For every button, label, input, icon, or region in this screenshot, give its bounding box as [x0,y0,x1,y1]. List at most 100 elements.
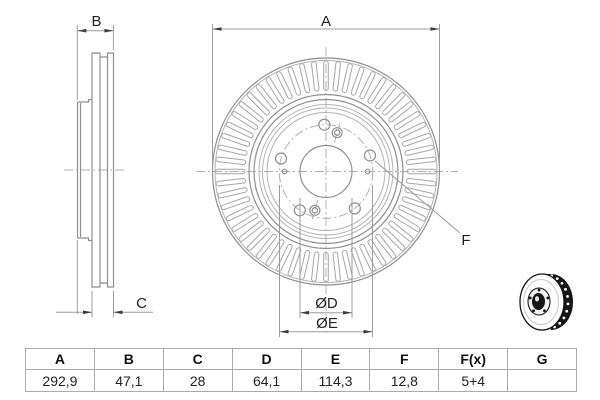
vent-slot [265,77,285,104]
label-F: F [461,232,470,249]
vent-slot [375,84,397,110]
label-B: B [91,13,101,30]
arrowhead [363,329,373,334]
vent-slot [225,121,254,139]
ring-circle [262,107,390,236]
brake-disc-drawing: B C F A ØD [56,13,573,337]
dimension-C: C [56,291,153,317]
header-B: B [93,348,164,370]
header-D: D [231,348,302,370]
ring-circle [248,93,404,250]
vent-slot [276,71,293,100]
vent-slot [238,220,264,242]
header-E: E [300,348,371,370]
dimension-D: ØD [299,198,353,318]
icon-vent-slot [564,287,567,291]
small-hole [281,168,288,175]
header-A: A [25,348,95,370]
hat-bottom-edge [77,237,92,242]
vent-slot [350,66,365,96]
header-F: F [369,348,440,370]
arrowhead [430,27,440,31]
dimension-E: ØE [279,185,373,337]
vent-slot [225,204,254,222]
vent-slot [299,63,311,94]
icon-vent-slot [560,281,564,285]
side-view [64,52,124,288]
vent-slot [401,132,431,147]
vent-slot [405,156,437,165]
icon-vent-slot [562,316,566,320]
vent-slot [287,247,302,277]
icon-face-shading [523,279,559,325]
value-Fx: 5+4 [438,369,509,392]
arrowhead [343,310,352,315]
counterbore-hole-inner [333,129,341,136]
arrowhead [83,310,92,315]
icon-bolt-hole [546,296,550,300]
leader-line-F [374,160,461,234]
value-G [507,369,577,392]
icon-bore-highlight [535,296,539,302]
bolt-circle [278,124,374,219]
icon-vent-slot [566,302,570,306]
dimensions-table: A B C D E F F(x) G 292,9 47,1 28 64,1 11… [25,348,577,392]
vent-slot [341,63,353,94]
center-bore-circle [299,144,353,199]
vent-slot [215,156,247,165]
vent-slot [287,66,302,96]
icon-bolt-hole [528,296,532,300]
small-hole [364,168,371,175]
dimension-B: B [76,13,114,314]
value-D: 64,1 [231,369,302,392]
arrowhead [113,310,123,315]
arrowhead [279,329,289,334]
header-Fx: F(x) [438,348,509,370]
vent-slot [221,132,251,147]
vent-slot [299,249,311,280]
icon-vent-slot [566,294,569,298]
vent-slot [217,144,248,156]
label-A: A [321,13,331,30]
counterbore-hole-outer [309,204,321,216]
bolt-hole [318,118,331,131]
vent-slot [238,101,264,123]
dimension-A: A [212,13,440,170]
vent-slot [398,204,427,222]
vent-slot [404,144,435,156]
vent-slot [332,61,341,92]
value-C: 28 [162,369,233,392]
vent-slot [367,77,387,104]
header-C: C [162,348,233,370]
vent-slot [359,71,376,100]
vent-slot [276,243,293,272]
value-F: 12,8 [369,369,440,392]
screw-hole-axis [311,200,319,220]
ring-circle [266,112,386,231]
vent-slot [311,61,320,92]
ring-circle [253,98,399,245]
arrowhead [104,28,114,33]
vent-slot [388,101,414,123]
label-D: ØD [315,295,338,312]
icon-vent-slot [555,277,559,281]
vent-slot [359,243,376,272]
vent-slot [367,239,387,266]
ring-circle [258,104,394,239]
icon-hub-holes [528,288,550,313]
vent-slot [265,239,285,266]
table-header-row: A B C D E F F(x) G [25,348,577,370]
counterbore-hole-inner [311,207,319,214]
technical-drawing-page: B C F A ØD [25,13,577,392]
screw-hole-axis [333,123,341,143]
vent-slot-band [215,60,437,283]
header-G: G [507,348,577,370]
value-B: 47,1 [93,369,164,392]
vent-slot [231,213,259,232]
vent-slot [393,213,421,232]
arrowhead [212,27,222,31]
ring-circle [211,57,441,286]
icon-center-bore [532,293,545,310]
vent-slot [255,233,277,259]
vent-slot [246,227,270,251]
